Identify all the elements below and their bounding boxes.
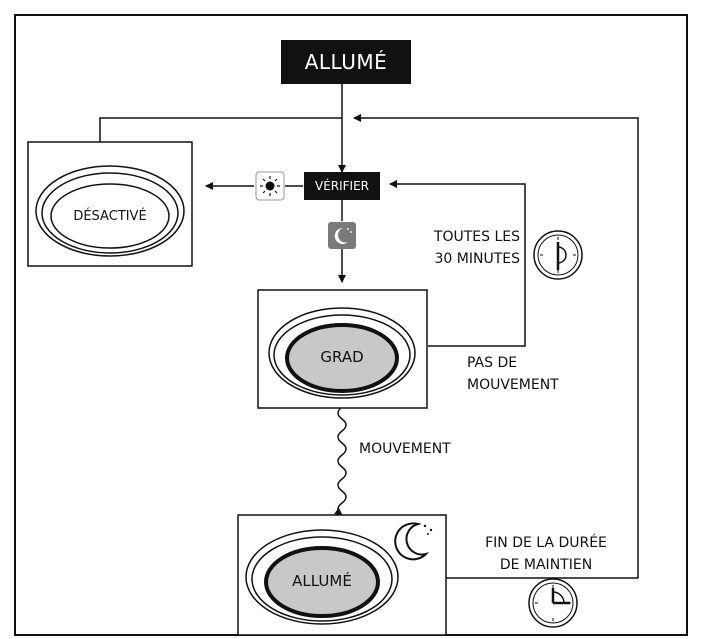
hold-end-line2: DE MAINTIEN [499,557,593,573]
no-motion-line2: MOUVEMENT [467,377,559,393]
arrow-30min-loop [389,180,526,347]
clock-hold-icon [528,578,578,628]
every-30-min-label: TOUTES LES 30 MINUTES [404,226,520,270]
on-state-label: ALLUMÉ [292,572,352,590]
off-state-label: DÉSACTIVÉ [73,209,147,224]
every-30-min-line1: TOUTES LES [433,229,520,245]
motion-wavy-arrow-icon [334,406,347,516]
off-box [27,141,193,267]
motion-label: MOUVEMENT [359,441,451,457]
every-30-min-line2: 30 MINUTES [434,251,520,267]
clock-30min-icon [533,230,583,280]
hold-end-line1: FIN DE LA DURÉE [485,535,607,551]
arrow-hold-end-to-top [353,114,639,578]
sun-icon [255,171,285,201]
hold-end-label: FIN DE LA DURÉE DE MAINTIEN [464,532,628,576]
start-state: ALLUMÉ [281,40,411,84]
dim-box [257,289,428,409]
line-off-to-loop [99,117,342,142]
start-state-label: ALLUMÉ [304,50,388,74]
check-step-label: VÉRIFIER [314,179,370,193]
no-motion-line1: PAS DE [467,355,518,371]
moon-icon [328,222,356,249]
on-moon-icon [394,522,430,561]
check-step: VÉRIFIER [304,172,380,200]
on-box [237,514,447,636]
connectors [99,84,639,579]
dim-state-label: GRAD [320,348,364,366]
no-motion-label: PAS DE MOUVEMENT [467,352,597,396]
